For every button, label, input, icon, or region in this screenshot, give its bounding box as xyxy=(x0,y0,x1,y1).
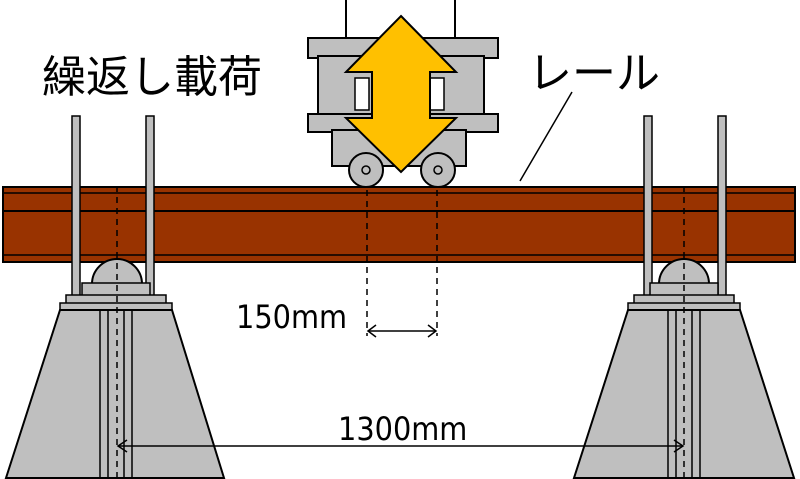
support-left xyxy=(4,115,226,479)
load-label: 繰返し載荷 xyxy=(42,52,262,103)
rail-leader-line xyxy=(519,91,573,182)
wheel-spacing-label: 150mm xyxy=(236,298,347,336)
rail-beam xyxy=(2,186,796,263)
dimension-150mm-arrow xyxy=(366,324,438,338)
carriage-wheel-left xyxy=(348,152,384,188)
carriage-wheel-right xyxy=(420,152,456,188)
support-spacing-label: 1300mm xyxy=(338,410,467,448)
rail-label: レール xyxy=(528,48,660,99)
dashed-center-lines xyxy=(116,186,685,478)
dimension-1300mm-arrow xyxy=(116,439,685,453)
double-arrow-icon xyxy=(343,14,459,174)
